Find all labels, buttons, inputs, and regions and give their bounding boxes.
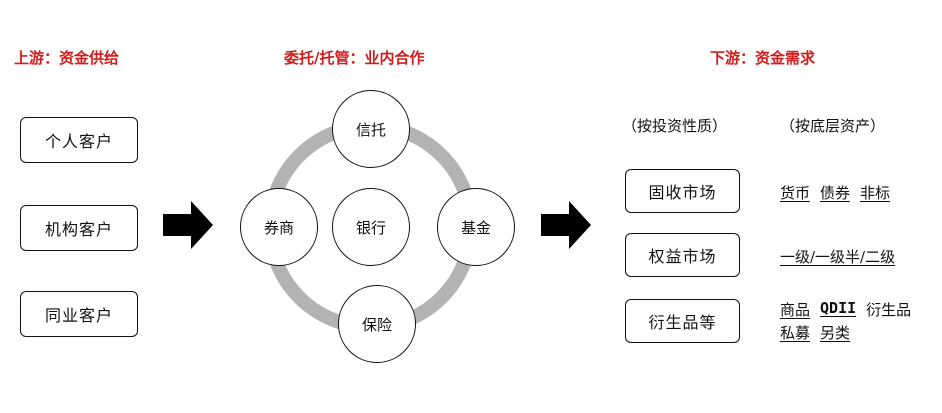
market-box-equity: 权益市场 (625, 233, 740, 277)
market-label: 衍生品等 (648, 313, 717, 332)
market-box-fixed-income: 固收市场 (625, 169, 740, 213)
flow-arrow-right-icon (541, 201, 591, 249)
asset-label: 一级/一级半/二级 (780, 248, 896, 266)
upstream-box-institutional: 机构客户 (20, 205, 138, 251)
asset-label: 货币 (780, 184, 811, 202)
assets-derivatives-line2: 私募 另类 (780, 322, 850, 343)
asset-label: QDII (820, 299, 857, 317)
asset-label: 非标 (860, 184, 891, 202)
circle-label: 基金 (460, 218, 491, 237)
asset-label: 债券 (820, 184, 851, 202)
asset-label: 商品 (780, 301, 811, 319)
circle-label: 信托 (355, 120, 386, 139)
upstream-box-label: 机构客户 (44, 220, 113, 239)
circle-label: 保险 (361, 315, 392, 334)
circle-insurance: 保险 (338, 285, 416, 363)
market-box-derivatives: 衍生品等 (625, 299, 740, 343)
flow-arrow-left-icon (163, 201, 213, 249)
market-label: 固收市场 (648, 183, 717, 202)
upstream-header: 上游：资金供给 (14, 49, 120, 67)
asset-label: 私募 (780, 324, 811, 342)
circle-bank: 银行 (332, 188, 410, 266)
upstream-box-label: 同业客户 (44, 306, 113, 325)
middle-header: 委托/托管：业内合作 (284, 49, 425, 67)
subheader-by-nature: （按投资性质） (622, 117, 728, 135)
asset-label: 另类 (820, 324, 851, 342)
circle-securities: 券商 (240, 188, 318, 266)
assets-derivatives-line1: 商品 QDII 衍生品 (780, 299, 911, 320)
circle-label: 券商 (263, 218, 294, 237)
market-label: 权益市场 (648, 247, 717, 266)
upstream-box-individual: 个人客户 (20, 117, 138, 163)
circle-trust: 信托 (332, 90, 410, 168)
assets-equity: 一级/一级半/二级 (780, 246, 895, 267)
circle-label: 银行 (355, 218, 386, 237)
circle-fund: 基金 (437, 188, 515, 266)
downstream-header: 下游：资金需求 (710, 49, 816, 67)
subheader-by-asset: （按底层资产） (780, 117, 886, 135)
upstream-box-interbank: 同业客户 (20, 291, 138, 337)
asset-label: 衍生品 (866, 301, 912, 319)
upstream-box-label: 个人客户 (44, 132, 113, 151)
assets-fixed-income: 货币 债券 非标 (780, 182, 890, 203)
